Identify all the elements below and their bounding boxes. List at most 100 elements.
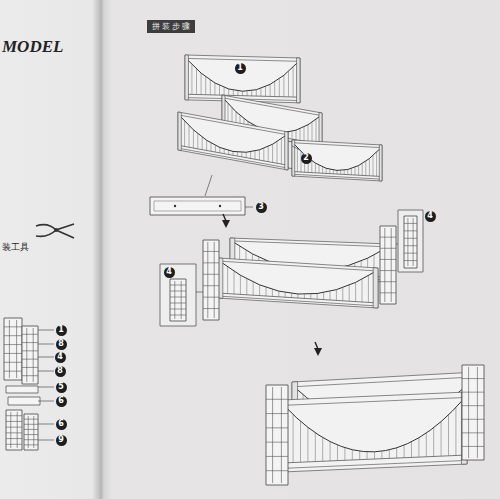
leader-line bbox=[245, 207, 253, 208]
beam-part bbox=[6, 386, 38, 393]
tower-frame bbox=[404, 216, 417, 268]
arrow-stem bbox=[315, 342, 318, 349]
hanger bbox=[246, 152, 247, 157]
tower-frame bbox=[266, 385, 288, 485]
hanger bbox=[206, 140, 207, 150]
node-text: 1 bbox=[237, 64, 243, 72]
tower-frame bbox=[170, 279, 186, 321]
callout-number: 1 bbox=[56, 325, 67, 336]
panel-frame bbox=[282, 392, 467, 472]
end-post bbox=[185, 55, 188, 100]
hanger bbox=[191, 64, 192, 94]
callout-number: 2 bbox=[301, 153, 312, 164]
hanger bbox=[219, 85, 220, 95]
hanger bbox=[296, 130, 297, 140]
tower-rung bbox=[22, 334, 38, 335]
tower-leg bbox=[10, 412, 11, 448]
hanger bbox=[411, 442, 412, 458]
end-post bbox=[285, 131, 288, 170]
hanger bbox=[355, 167, 356, 175]
hanger bbox=[304, 294, 305, 298]
hanger bbox=[351, 169, 352, 175]
hanger bbox=[315, 163, 316, 173]
top-rail bbox=[230, 241, 390, 247]
hanger bbox=[241, 152, 242, 157]
tower-rung bbox=[380, 259, 396, 260]
hanger bbox=[418, 438, 419, 457]
top-rail bbox=[178, 115, 288, 135]
hanger bbox=[329, 169, 330, 173]
hanger bbox=[330, 442, 331, 461]
node-text: 6 bbox=[58, 420, 64, 428]
callout-number: 4 bbox=[55, 352, 66, 363]
hanger bbox=[214, 83, 215, 95]
hanger bbox=[272, 144, 273, 162]
tower-leg bbox=[28, 416, 29, 448]
tower-rung bbox=[203, 262, 219, 263]
tower-part bbox=[4, 318, 22, 380]
hanger bbox=[376, 152, 377, 176]
hanger bbox=[300, 421, 301, 462]
side-panel bbox=[218, 258, 378, 308]
deck-inner bbox=[154, 201, 241, 211]
hanger bbox=[293, 414, 294, 462]
hanger bbox=[326, 168, 327, 173]
tower-leg bbox=[33, 416, 34, 448]
hanger bbox=[369, 159, 370, 176]
tower-rung bbox=[203, 285, 219, 286]
tower-rung bbox=[380, 292, 396, 293]
callout-number: 6 bbox=[56, 396, 67, 407]
leader-line bbox=[396, 244, 398, 245]
tower-rung bbox=[462, 446, 484, 447]
hanger bbox=[272, 289, 273, 296]
hanger bbox=[270, 84, 271, 96]
tower-rung bbox=[462, 419, 484, 420]
tower-leg bbox=[9, 320, 10, 378]
hanger bbox=[337, 445, 338, 461]
hanger bbox=[441, 422, 442, 457]
side-panel bbox=[292, 140, 382, 181]
tower-rung bbox=[24, 419, 38, 420]
end-post bbox=[379, 145, 382, 181]
node-text: 6 bbox=[58, 397, 64, 405]
tower-rung bbox=[203, 308, 219, 309]
hanger bbox=[362, 164, 363, 176]
leader-line bbox=[38, 424, 54, 425]
hanger bbox=[317, 294, 318, 300]
hanger bbox=[240, 275, 241, 294]
hanger bbox=[340, 170, 341, 174]
hanger bbox=[367, 452, 368, 460]
main-cable bbox=[294, 144, 380, 173]
hanger bbox=[256, 90, 257, 96]
hanger bbox=[389, 450, 390, 459]
tower-rung bbox=[6, 438, 22, 439]
panel-frame bbox=[178, 112, 288, 170]
pliers-pivot bbox=[54, 228, 58, 232]
tower-leg bbox=[17, 412, 18, 448]
beam-part bbox=[8, 397, 40, 405]
tower-rung bbox=[24, 434, 38, 435]
hanger bbox=[211, 143, 212, 151]
hanger bbox=[291, 293, 292, 297]
inset-box bbox=[398, 210, 423, 272]
hanger bbox=[184, 121, 185, 146]
hanger bbox=[228, 89, 229, 95]
tower-rung bbox=[24, 424, 38, 425]
side-panel bbox=[185, 55, 300, 103]
hanger bbox=[381, 451, 382, 459]
tower-rung bbox=[380, 270, 396, 271]
deck-outline bbox=[150, 197, 245, 215]
tower-rung bbox=[203, 274, 219, 275]
hanger bbox=[197, 134, 198, 149]
panel-frame bbox=[292, 140, 382, 181]
hanger bbox=[201, 73, 202, 94]
hanger bbox=[260, 88, 261, 96]
tower-leg bbox=[407, 218, 408, 266]
callout-number: 4 bbox=[164, 267, 175, 278]
hanger bbox=[292, 131, 293, 139]
tower-rung bbox=[22, 342, 38, 343]
deck-hole bbox=[219, 205, 221, 207]
tower-rung bbox=[380, 248, 396, 249]
